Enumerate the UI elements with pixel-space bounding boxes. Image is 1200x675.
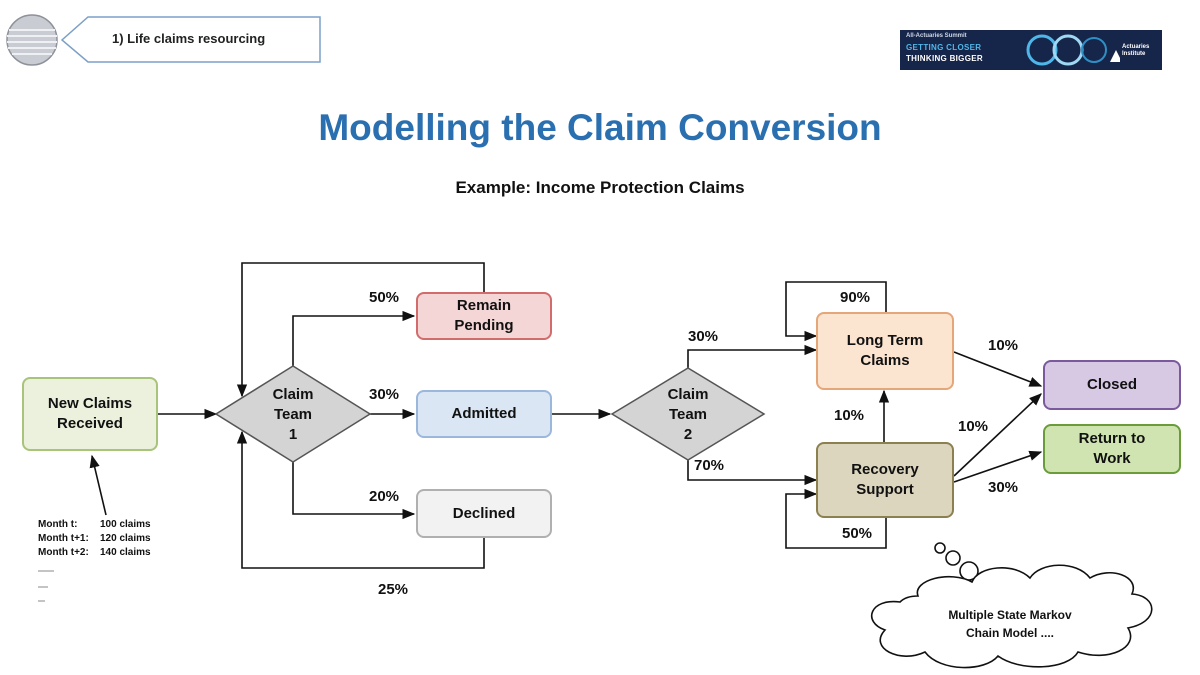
pct-declined: 20% xyxy=(369,488,400,505)
note-continuation-marks xyxy=(38,570,54,602)
node-claim-team-2: Claim Team 2 xyxy=(667,386,709,443)
pct-long-term-closed: 10% xyxy=(988,337,1019,354)
node-return-to-work: Return to Work xyxy=(1043,424,1181,474)
node-closed: Closed xyxy=(1043,360,1181,410)
pct-declined-loop: 25% xyxy=(378,581,409,598)
thought-cloud xyxy=(871,542,1153,669)
pct-recovery-rtw: 30% xyxy=(988,479,1019,496)
logo-org: Actuaries Institute xyxy=(1122,44,1150,57)
pct-team2-long-term: 30% xyxy=(688,328,719,345)
claim-team-1-diamond xyxy=(214,365,372,463)
note-row-3: Month t+2:140 claims xyxy=(38,547,151,558)
pct-team2-recovery: 70% xyxy=(694,457,725,474)
page-subtitle: Example: Income Protection Claims xyxy=(455,178,745,197)
node-remain-pending: Remain Pending xyxy=(416,292,552,340)
logo-graphic-icon xyxy=(1026,34,1120,66)
cloud-caption: Multiple State Markov Chain Model .... xyxy=(948,608,1072,640)
logo-line-3: THINKING BIGGER xyxy=(906,54,983,63)
logo-line-1: All-Actuaries Summit xyxy=(906,33,967,39)
node-new-claims: New Claims Received xyxy=(22,377,158,451)
connectors xyxy=(89,262,1043,569)
pct-recovery-to-long-term: 10% xyxy=(834,407,865,424)
node-declined: Declined xyxy=(416,489,552,538)
node-recovery-support: Recovery Support xyxy=(816,442,954,518)
note-row-2: Month t+1:120 claims xyxy=(38,533,151,544)
monthly-claims-note: Month t:100 claims Month t+1:120 claims … xyxy=(38,518,151,560)
pct-admitted: 30% xyxy=(369,386,400,403)
pct-long-term-loop: 90% xyxy=(840,289,871,306)
node-admitted: Admitted xyxy=(416,390,552,438)
note-row-1: Month t:100 claims xyxy=(38,519,151,530)
section-tag-label: 1) Life claims resourcing xyxy=(112,31,266,46)
claim-team-2-diamond xyxy=(610,367,766,461)
logo-line-2: GETTING CLOSER xyxy=(906,43,982,52)
section-globe-icon xyxy=(6,14,58,66)
summit-logo: All-Actuaries Summit GETTING CLOSER THIN… xyxy=(900,30,1162,70)
section-tag-shape xyxy=(60,16,321,63)
pct-pending: 50% xyxy=(369,289,400,306)
node-long-term-claims: Long Term Claims xyxy=(816,312,954,390)
page-title: Modelling the Claim Conversion xyxy=(318,107,882,148)
node-claim-team-1: Claim Team 1 xyxy=(272,386,314,443)
pct-recovery-closed: 10% xyxy=(958,418,989,435)
pct-recovery-loop: 50% xyxy=(842,525,873,542)
